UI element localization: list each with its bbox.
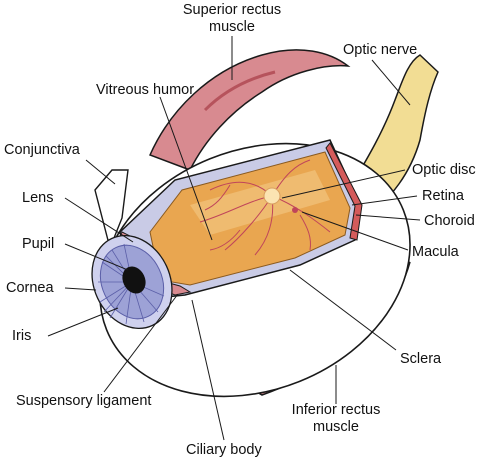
label-iris: Iris [12, 328, 32, 344]
label-macula: Macula [412, 244, 459, 260]
label-sclera: Sclera [400, 351, 442, 367]
label-inferior-rectus-line1: Inferior rectus [291, 402, 381, 418]
label-vitreous-humor: Vitreous humor [96, 82, 195, 98]
label-cornea: Cornea [6, 280, 54, 296]
label-ciliary-body: Ciliary body [186, 442, 262, 458]
label-inferior-rectus: Inferior rectus muscle [276, 402, 396, 436]
label-choroid: Choroid [424, 213, 475, 229]
conjunctiva-shape [94, 169, 129, 251]
choroid-layer [325, 142, 363, 241]
label-superior-rectus-line2: muscle [209, 19, 255, 35]
leader-lines [47, 36, 421, 441]
label-optic-disc: Optic disc [412, 162, 476, 178]
label-retina: Retina [422, 188, 464, 204]
label-superior-rectus: Superior rectus muscle [168, 2, 296, 36]
label-optic-nerve: Optic nerve [343, 42, 418, 58]
label-superior-rectus-line1: Superior rectus [182, 2, 282, 18]
label-conjunctiva: Conjunctiva [4, 142, 80, 158]
label-lens: Lens [22, 190, 54, 206]
vitreous-highlight [190, 170, 330, 235]
superior-rectus-shade [203, 70, 276, 112]
label-pupil: Pupil [22, 236, 55, 252]
pupil-shape [122, 266, 146, 294]
label-inferior-rectus-line2: muscle [313, 419, 359, 435]
label-suspensory-ligament: Suspensory ligament [16, 393, 152, 409]
optic-disc-shape [263, 187, 281, 205]
superior-rectus-muscle [148, 49, 351, 171]
macula-shape [292, 207, 298, 213]
